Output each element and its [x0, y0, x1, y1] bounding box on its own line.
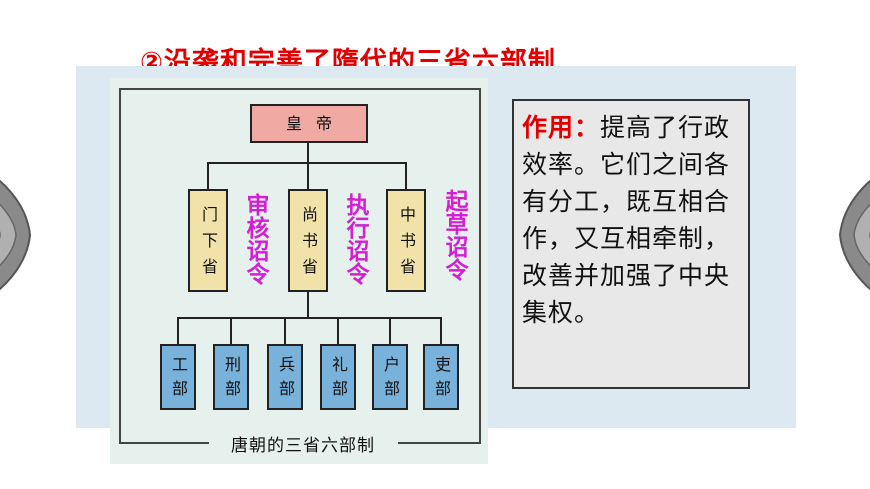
zhongshu-function-label: 起草诏令 [441, 189, 467, 281]
menxia-function-label: 审核诏令 [242, 193, 268, 285]
emperor-box: 皇帝 [250, 104, 368, 143]
connector-line [337, 317, 339, 344]
connector-line [284, 317, 286, 344]
menxia-sheng-box: 门下省 [188, 189, 228, 292]
effect-text: 提高了行政效率。它们之间各有分工，既互相合作，又互相牵制，改善并加强了中央集权。 [522, 113, 731, 327]
connector-line [307, 162, 309, 189]
gong-bu-box: 工部 [160, 344, 196, 410]
frame-bottom-line [398, 442, 481, 444]
connector-line [405, 162, 407, 189]
diagram-caption: 唐朝的三省六部制 [231, 436, 375, 456]
connector-line [389, 317, 391, 344]
connector-line [177, 317, 179, 344]
zhongshu-sheng-box: 中书省 [386, 189, 426, 292]
connector-line [207, 162, 209, 189]
effect-textbox: 作用：提高了行政效率。它们之间各有分工，既互相合作，又互相牵制，改善并加强了中央… [512, 99, 750, 389]
connector-line [230, 317, 232, 344]
shangshu-sheng-box: 尚书省 [288, 189, 328, 292]
connector-line [177, 317, 442, 319]
diagram-frame [119, 88, 481, 442]
li-bu-personnel-box: 吏部 [423, 344, 459, 410]
frame-bottom-line [119, 442, 209, 444]
connector-line [440, 317, 442, 344]
right-ornament-icon [838, 179, 870, 291]
hu-bu-box: 户部 [372, 344, 408, 410]
xing-bu-box: 刑部 [213, 344, 249, 410]
left-ornament-icon [0, 179, 32, 291]
effect-label: 作用： [522, 113, 601, 142]
li-bu-rites-box: 礼部 [320, 344, 356, 410]
connector-line [307, 292, 309, 318]
connector-line [307, 143, 309, 163]
shangshu-function-label: 执行诏令 [342, 193, 368, 285]
bing-bu-box: 兵部 [267, 344, 303, 410]
